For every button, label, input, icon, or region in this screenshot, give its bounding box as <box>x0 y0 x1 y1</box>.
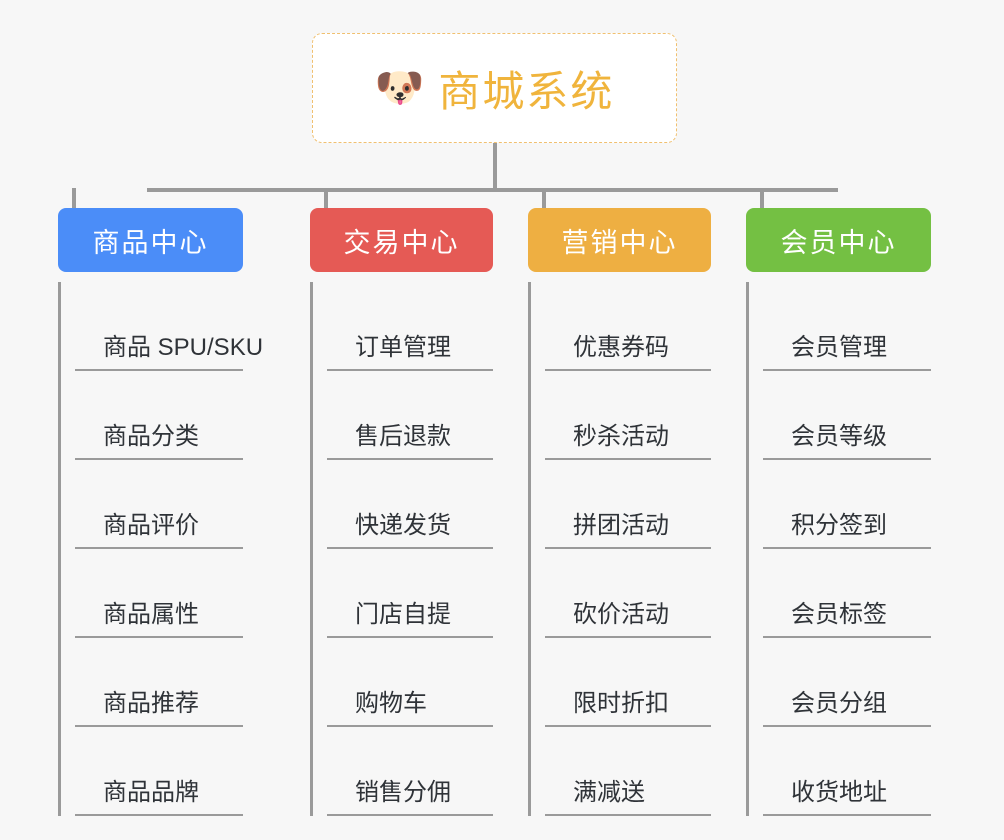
leaf-list-member: 会员管理 会员等级 积分签到 会员标签 会员分组 收货地址 <box>746 282 931 816</box>
list-item[interactable]: 秒杀活动 <box>545 371 711 460</box>
category-column-trade: 交易中心 订单管理 售后退款 快递发货 门店自提 购物车 销售分佣 <box>310 208 493 816</box>
list-item[interactable]: 商品品牌 <box>75 727 243 816</box>
leaf-label: 快递发货 <box>355 512 451 540</box>
list-item[interactable]: 优惠券码 <box>545 282 711 371</box>
leaf-label: 商品分类 <box>103 423 199 451</box>
leaf-label: 订单管理 <box>355 334 451 362</box>
list-item[interactable]: 会员标签 <box>763 549 931 638</box>
dog-face-icon: 🐶 <box>374 66 425 110</box>
leaf-label: 销售分佣 <box>355 779 451 807</box>
list-item[interactable]: 积分签到 <box>763 460 931 549</box>
category-header-label: 交易中心 <box>343 227 460 258</box>
list-item[interactable]: 商品 SPU/SKU <box>75 282 263 371</box>
list-item[interactable]: 满减送 <box>545 727 711 816</box>
connector-root-stem <box>493 143 497 190</box>
list-item[interactable]: 会员分组 <box>763 638 931 727</box>
category-header-label: 商品中心 <box>92 227 209 258</box>
list-item[interactable]: 会员管理 <box>763 282 931 371</box>
leaf-label: 商品属性 <box>103 601 199 629</box>
connector-drop-1 <box>72 188 76 210</box>
list-item[interactable]: 订单管理 <box>327 282 493 371</box>
connector-drop-4 <box>760 188 764 210</box>
leaf-label: 商品 SPU/SKU <box>103 334 264 362</box>
connector-drop-2 <box>324 188 328 210</box>
leaf-label: 购物车 <box>355 690 427 718</box>
leaf-label: 会员标签 <box>791 601 887 629</box>
list-item[interactable]: 售后退款 <box>327 371 493 460</box>
leaf-label: 限时折扣 <box>573 690 669 718</box>
leaf-label: 售后退款 <box>355 423 451 451</box>
leaf-label: 拼团活动 <box>573 512 669 540</box>
list-item[interactable]: 商品分类 <box>75 371 243 460</box>
leaf-label: 优惠券码 <box>573 334 669 362</box>
list-item[interactable]: 商品推荐 <box>75 638 243 727</box>
leaf-list-product: 商品 SPU/SKU 商品分类 商品评价 商品属性 商品推荐 商品品牌 <box>58 282 263 816</box>
leaf-label: 砍价活动 <box>573 601 669 629</box>
list-item[interactable]: 购物车 <box>327 638 493 727</box>
list-item[interactable]: 拼团活动 <box>545 460 711 549</box>
list-item[interactable]: 门店自提 <box>327 549 493 638</box>
leaf-label: 积分签到 <box>791 512 887 540</box>
category-column-member: 会员中心 会员管理 会员等级 积分签到 会员标签 会员分组 收货地址 <box>746 208 931 816</box>
connector-horizontal-bus <box>147 188 838 192</box>
list-item[interactable]: 商品评价 <box>75 460 243 549</box>
category-header-label: 营销中心 <box>561 227 678 258</box>
leaf-label: 会员分组 <box>791 690 887 718</box>
list-item[interactable]: 销售分佣 <box>327 727 493 816</box>
leaf-list-marketing: 优惠券码 秒杀活动 拼团活动 砍价活动 限时折扣 满减送 <box>528 282 711 816</box>
list-item[interactable]: 限时折扣 <box>545 638 711 727</box>
category-header-product[interactable]: 商品中心 <box>58 208 243 272</box>
leaf-label: 商品评价 <box>103 512 199 540</box>
root-title: 商城系统 <box>438 67 615 115</box>
category-column-marketing: 营销中心 优惠券码 秒杀活动 拼团活动 砍价活动 限时折扣 满减送 <box>528 208 711 816</box>
category-header-label: 会员中心 <box>780 227 897 258</box>
leaf-label: 满减送 <box>573 779 645 807</box>
leaf-label: 收货地址 <box>791 779 887 807</box>
list-item[interactable]: 会员等级 <box>763 371 931 460</box>
category-header-trade[interactable]: 交易中心 <box>310 208 493 272</box>
list-item[interactable]: 商品属性 <box>75 549 243 638</box>
leaf-label: 商品推荐 <box>103 690 199 718</box>
leaf-label: 会员管理 <box>791 334 887 362</box>
leaf-label: 门店自提 <box>355 601 451 629</box>
leaf-list-trade: 订单管理 售后退款 快递发货 门店自提 购物车 销售分佣 <box>310 282 493 816</box>
leaf-label: 商品品牌 <box>103 779 199 807</box>
leaf-label: 秒杀活动 <box>573 423 669 451</box>
list-item[interactable]: 砍价活动 <box>545 549 711 638</box>
leaf-label: 会员等级 <box>791 423 887 451</box>
list-item[interactable]: 收货地址 <box>763 727 931 816</box>
category-header-marketing[interactable]: 营销中心 <box>528 208 711 272</box>
connector-drop-3 <box>542 188 546 210</box>
category-header-member[interactable]: 会员中心 <box>746 208 931 272</box>
list-item[interactable]: 快递发货 <box>327 460 493 549</box>
category-column-product: 商品中心 商品 SPU/SKU 商品分类 商品评价 商品属性 商品推荐 商品品牌 <box>58 208 263 816</box>
root-node[interactable]: 🐶 商城系统 <box>312 33 677 143</box>
